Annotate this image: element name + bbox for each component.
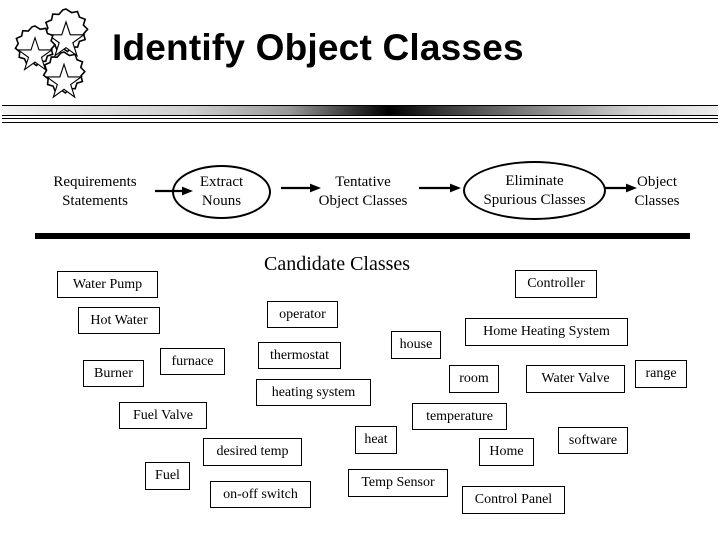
candidate-class-label: Home Heating System <box>483 324 610 339</box>
flow-step-line2: Object Classes <box>318 193 408 209</box>
candidate-class-box[interactable]: furnace <box>160 348 225 375</box>
arrow-right-icon <box>281 181 321 193</box>
candidate-class-label: Fuel Valve <box>132 407 193 423</box>
arrow-right-icon <box>605 181 637 193</box>
divider-rule-lower <box>2 122 718 123</box>
candidate-class-box[interactable]: Controller <box>515 270 597 298</box>
candidate-class-box[interactable]: operator <box>267 301 338 328</box>
flow-step-line2: Spurious Classes <box>483 191 586 208</box>
candidate-class-label: furnace <box>171 353 214 369</box>
flow-step-line2: Nouns <box>201 193 242 209</box>
candidate-class-label: Water Valve <box>541 371 610 386</box>
section-separator-rule <box>35 233 690 239</box>
candidate-class-label: thermostat <box>269 347 330 363</box>
candidate-class-label: temperature <box>426 408 493 424</box>
candidate-class-box[interactable]: house <box>391 331 441 359</box>
candidate-class-box[interactable]: thermostat <box>258 342 341 369</box>
candidate-class-box[interactable]: Water Valve <box>526 365 625 393</box>
candidate-class-box[interactable]: Burner <box>83 360 144 387</box>
candidate-class-box[interactable]: heating system <box>256 379 371 406</box>
candidate-class-label: Water Pump <box>72 276 143 292</box>
candidate-class-box[interactable]: desired temp <box>203 438 302 466</box>
flow-step-line1: Eliminate <box>505 172 564 189</box>
slide-logo <box>4 4 108 106</box>
candidate-class-label: desired temp <box>216 444 289 459</box>
candidate-class-box[interactable]: heat <box>355 426 397 454</box>
candidate-classes-heading: Candidate Classes <box>264 253 411 275</box>
arrow-right-icon <box>419 181 461 193</box>
candidate-class-label: house <box>399 337 433 352</box>
candidate-class-label: room <box>459 371 489 386</box>
candidate-class-box[interactable]: Home <box>479 438 534 466</box>
flow-step-eliminate-spurious-classes: Eliminate Spurious Classes <box>463 161 606 220</box>
flow-step-tentative-object-classes: Tentative Object Classes <box>303 173 423 211</box>
candidate-class-box[interactable]: Hot Water <box>78 307 160 334</box>
flow-step-line1: Object <box>637 174 677 190</box>
candidate-class-box[interactable]: room <box>449 365 499 393</box>
flow-step-line2: Classes <box>634 193 680 209</box>
candidate-class-label: software <box>568 432 618 448</box>
candidate-class-label: Home <box>489 444 524 459</box>
flow-step-line1: Tentative <box>335 174 391 190</box>
candidate-class-label: Fuel <box>155 468 180 483</box>
flow-step-line1: Requirements <box>53 174 137 190</box>
divider-rule-upper <box>2 118 718 119</box>
flow-step-line1: Extract <box>199 174 244 190</box>
candidate-class-box[interactable]: Fuel Valve <box>119 402 207 429</box>
candidate-class-box[interactable]: Water Pump <box>57 271 158 298</box>
candidate-class-box[interactable]: Temp Sensor <box>348 469 448 497</box>
flow-step-object-classes: Object Classes <box>615 173 699 211</box>
candidate-class-box[interactable]: range <box>635 360 687 388</box>
process-flow-diagram: Requirements Statements Extract Nouns Te… <box>0 150 720 230</box>
candidate-class-label: range <box>645 366 677 381</box>
candidate-class-label: operator <box>279 306 326 322</box>
gradient-bar <box>2 105 718 116</box>
candidate-class-box[interactable]: Control Panel <box>462 486 565 514</box>
flow-step-requirements-statements: Requirements Statements <box>35 173 155 211</box>
flow-step-line2: Statements <box>62 193 128 209</box>
candidate-class-label: Temp Sensor <box>361 475 435 490</box>
candidate-class-box[interactable]: Fuel <box>145 462 190 490</box>
candidate-class-label: on-off switch <box>223 486 298 502</box>
candidate-class-box[interactable]: Home Heating System <box>465 318 628 346</box>
candidate-class-box[interactable]: on-off switch <box>210 481 311 508</box>
header-divider <box>0 105 720 125</box>
candidate-class-box[interactable]: temperature <box>412 403 507 430</box>
flow-step-extract-nouns: Extract Nouns <box>172 165 271 219</box>
candidate-class-box[interactable]: software <box>558 427 628 454</box>
candidate-class-label: heat <box>364 432 388 447</box>
candidate-class-label: Hot Water <box>90 312 148 328</box>
candidate-class-label: Control Panel <box>474 492 553 507</box>
page-title: Identify Object Classes <box>112 27 524 68</box>
candidate-class-label: heating system <box>271 384 356 400</box>
candidate-class-label: Controller <box>527 276 585 291</box>
candidate-class-label: Burner <box>94 365 133 381</box>
